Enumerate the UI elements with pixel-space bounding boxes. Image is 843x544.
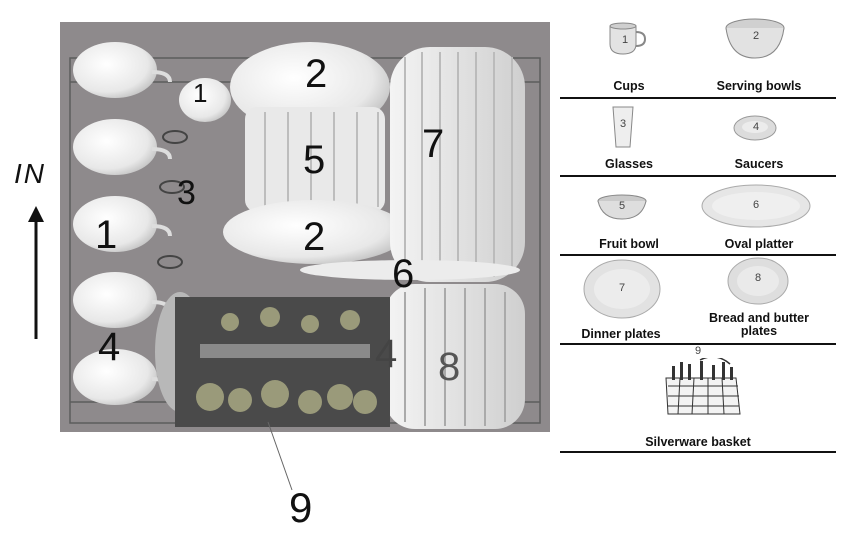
legend-label-fruit-bowl: Fruit bowl — [599, 237, 659, 251]
photo-number-small-cup: 1 — [193, 78, 208, 108]
legend-label-dinner-plates: Dinner plates — [581, 327, 661, 341]
legend: 1 Cups 2 Serving bowls 3 Glasses 4 Sauce… — [560, 0, 836, 544]
legend-num-8: 8 — [754, 272, 762, 284]
photo-number-fruit-bowl: 5 — [303, 138, 326, 182]
oval-platter-icon — [701, 184, 811, 228]
silverware-basket-icon — [665, 358, 741, 415]
legend-num-9: 9 — [694, 345, 702, 357]
rack-illustration — [69, 42, 541, 429]
cups-column — [73, 42, 172, 405]
bread-plate-icon — [727, 257, 789, 305]
saucer-icon — [733, 115, 777, 141]
glass-icon — [612, 106, 634, 148]
photo-number-cups: 1 — [95, 213, 118, 257]
photo-number-saucers-left: 4 — [98, 325, 121, 369]
up-arrow-icon — [28, 206, 44, 339]
fruit-bowl-icon — [597, 194, 647, 220]
fruit-bowl-stack — [245, 107, 385, 212]
legend-num-3: 3 — [619, 118, 627, 130]
serving-bowl-icon — [725, 18, 785, 59]
legend-num-2: 2 — [752, 30, 760, 42]
photo-number-serving-bowl-bottom: 2 — [303, 215, 326, 259]
legend-label-glasses: Glasses — [605, 157, 653, 171]
small-cup — [179, 78, 231, 122]
legend-label-oval-platter: Oval platter — [724, 237, 794, 251]
photo-number-oval-platter: 6 — [392, 252, 415, 296]
glasses — [157, 130, 188, 269]
legend-divider — [560, 175, 836, 177]
legend-label-saucers: Saucers — [734, 157, 784, 171]
legend-divider — [560, 254, 836, 256]
legend-label-cups: Cups — [613, 79, 645, 93]
bread-plates — [385, 284, 525, 429]
cup-icon — [609, 22, 647, 55]
photo-number-serving-bowl-top: 2 — [305, 52, 328, 96]
legend-num-1: 1 — [621, 34, 629, 46]
photo-number-glasses: 3 — [177, 174, 196, 212]
basket-callout-number: 9 — [289, 484, 313, 531]
legend-num-4: 4 — [752, 121, 760, 133]
dinner-plate-icon — [583, 259, 661, 319]
legend-divider — [560, 343, 836, 345]
photo-number-saucers-right: 4 — [375, 332, 398, 376]
direction-label: IN — [14, 158, 46, 189]
serving-bowl-bottom — [223, 200, 407, 264]
legend-label-silverware-basket: Silverware basket — [645, 435, 751, 449]
legend-label-bread-plates: Bread and butter plates — [708, 311, 809, 339]
dishwasher-rack-photo: 2 1 5 7 3 1 2 6 4 4 8 — [60, 22, 550, 432]
legend-num-7: 7 — [618, 282, 626, 294]
photo-number-dinner-plates: 7 — [422, 122, 445, 166]
photo-number-bread-plates: 8 — [438, 345, 461, 389]
dinner-plates — [390, 47, 525, 282]
legend-divider — [560, 97, 836, 99]
legend-num-6: 6 — [752, 199, 760, 211]
silverware-basket — [175, 297, 390, 427]
legend-divider — [560, 451, 836, 453]
legend-num-5: 5 — [618, 200, 626, 212]
legend-label-serving-bowls: Serving bowls — [716, 79, 802, 93]
oval-platter — [300, 260, 520, 280]
